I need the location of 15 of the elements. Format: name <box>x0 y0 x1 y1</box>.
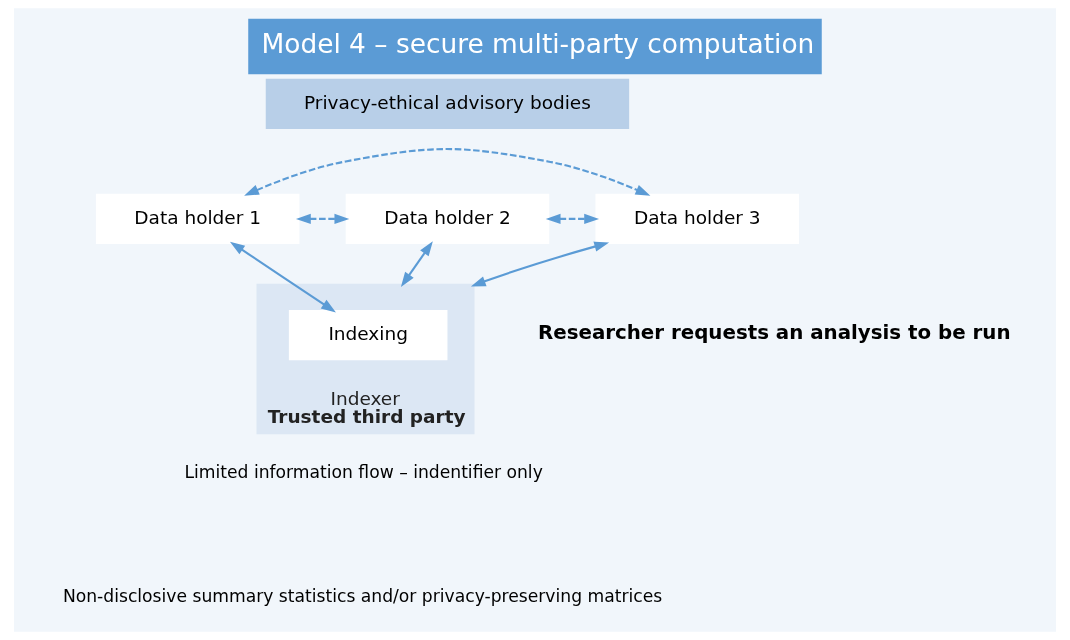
arrow <box>400 241 433 287</box>
node-box: Indexing <box>288 310 448 361</box>
node-box: Data holder 3 <box>595 193 799 244</box>
arrow <box>244 148 651 196</box>
arrow <box>229 241 336 313</box>
arrow <box>470 241 610 287</box>
legend-label: Non-disclosive summary statistics and/or privacy-preserving matrices <box>62 586 663 607</box>
label: Researcher requests an analysis to be run <box>537 320 1011 344</box>
arrow <box>545 213 600 225</box>
diagram-title: Model 4 – secure multi-party computation <box>261 28 815 60</box>
node-box: Data holder 2 <box>345 193 550 244</box>
node-box: Data holder 1 <box>95 193 300 244</box>
arrow <box>295 213 350 225</box>
legend-label: Limited information flow – indentifier only <box>184 461 543 482</box>
node-box: Privacy-ethical advisory bodies <box>265 78 630 130</box>
